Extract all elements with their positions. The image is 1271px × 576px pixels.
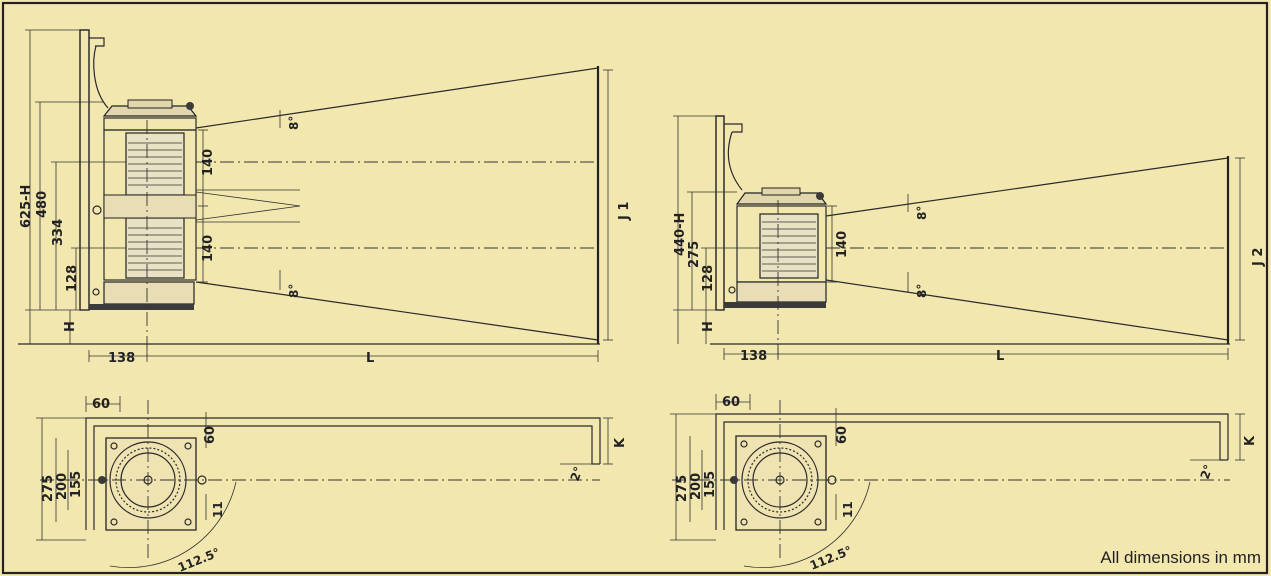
dim-60-v: 60	[203, 426, 218, 444]
lens	[759, 213, 819, 279]
dim-k: K	[1243, 435, 1258, 446]
mast-plate	[79, 29, 90, 311]
dim-60-h: 60	[92, 397, 110, 412]
dim-334: 334	[51, 219, 66, 246]
dim-l: L	[366, 351, 374, 366]
dim-overall-height: 625-H	[19, 185, 34, 228]
knob	[816, 192, 824, 200]
cable	[93, 45, 109, 109]
lantern-base	[103, 281, 195, 305]
dim-j1: J 1	[617, 202, 632, 221]
dim-140-lower: 140	[201, 235, 216, 262]
angle-112-5: 112.5°	[176, 545, 222, 574]
angle-top: 8°	[287, 116, 301, 130]
angle-bottom: 8°	[287, 284, 301, 298]
dim-overall-height: 440-H	[673, 213, 688, 256]
lower-beam	[825, 279, 1229, 341]
arc-112-5	[109, 481, 237, 568]
dim-275: 275	[687, 241, 702, 268]
upper-beam	[195, 67, 599, 129]
dim-h: H	[63, 321, 78, 332]
dim-128: 128	[701, 265, 716, 292]
dim-480: 480	[35, 191, 50, 218]
dim-60-h: 60	[722, 395, 740, 410]
dim-275: 275	[675, 475, 690, 502]
base-square	[105, 437, 197, 531]
right-plan-view: 60 60 275 200 155 11 112.5° 2° K	[670, 394, 1258, 573]
angle-top: 8°	[915, 206, 929, 220]
left-elevation: 625-H 480 334 128 H 140 140 8° 8° 138 L …	[18, 29, 632, 366]
dim-200: 200	[689, 473, 704, 500]
right-elevation: 440-H 275 128 H 140 8° 8° 138 L J 2	[673, 115, 1266, 364]
cap-top	[127, 99, 173, 109]
dim-138: 138	[740, 349, 767, 364]
upper-beam	[825, 157, 1229, 217]
angle-2: 2°	[568, 465, 586, 483]
dim-11: 11	[841, 501, 855, 518]
angle-bottom: 8°	[915, 284, 929, 298]
cable	[727, 131, 743, 191]
lower-beam	[195, 281, 599, 341]
arc-112-5	[743, 481, 871, 568]
dim-140-upper: 140	[201, 149, 216, 176]
dim-11: 11	[211, 501, 225, 518]
mast-plate	[715, 115, 725, 311]
dim-140: 140	[835, 231, 850, 258]
dim-k: K	[613, 437, 628, 448]
angle-112-5: 112.5°	[808, 543, 854, 572]
dim-h: H	[701, 321, 716, 332]
dim-128: 128	[65, 265, 80, 292]
dim-l: L	[996, 349, 1004, 364]
dim-j2: J 2	[1251, 248, 1266, 267]
dim-60-v: 60	[835, 426, 850, 444]
base-square	[735, 435, 827, 531]
lantern-base	[736, 281, 827, 303]
angle-2: 2°	[1198, 463, 1216, 481]
dim-155: 155	[703, 471, 718, 498]
left-plan-view: 60 60 275 200 155 11 112.5° 2° K	[36, 396, 628, 575]
base-plate	[89, 304, 194, 310]
dim-275: 275	[41, 475, 56, 502]
dim-155: 155	[69, 471, 84, 498]
lower-lens	[125, 217, 185, 279]
base-plate	[724, 302, 826, 308]
hook	[89, 37, 105, 47]
dim-138: 138	[108, 351, 135, 366]
dim-200: 200	[55, 473, 70, 500]
knob	[186, 102, 194, 110]
footer-note: All dimensions in mm	[1100, 548, 1261, 567]
